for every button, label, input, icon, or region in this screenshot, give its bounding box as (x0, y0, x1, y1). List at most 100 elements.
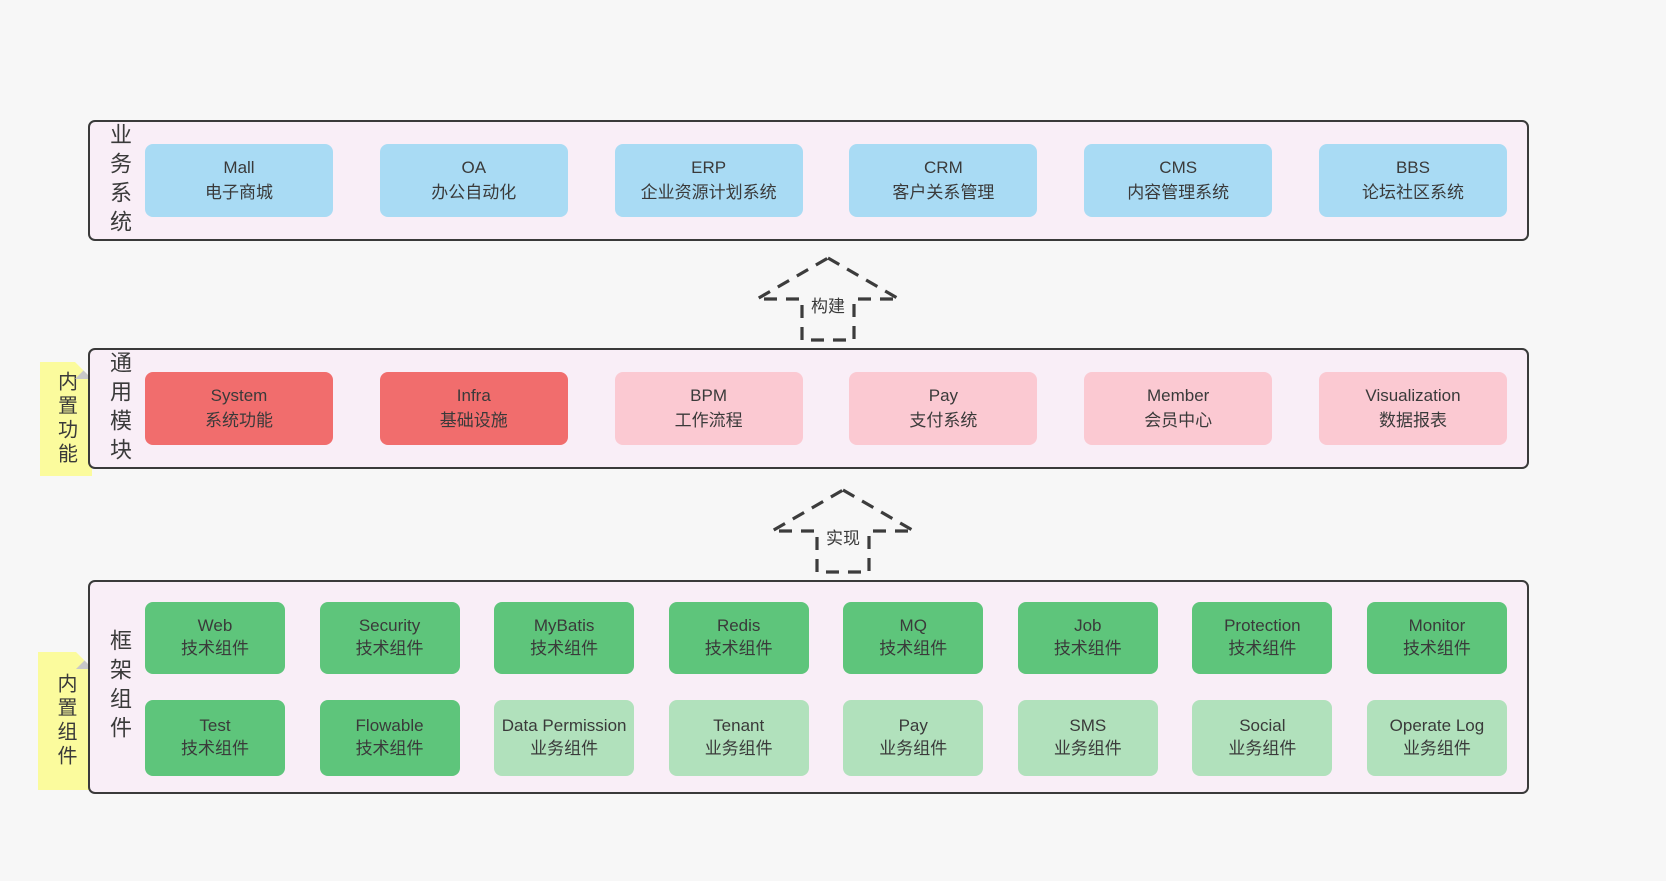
panel-label-business: 业务系统 (107, 122, 132, 239)
business-box-cms: CMS 内容管理系统 (1084, 144, 1273, 217)
sticky-note-built-in-components: 内置组件 (38, 652, 93, 790)
box-subtitle: 业务组件 (1228, 739, 1297, 758)
box-title: Pay (928, 385, 959, 405)
modules-row: System 系统功能 Infra 基础设施 BPM 工作流程 Pay 支付系统… (145, 372, 1507, 445)
box-subtitle: 会员中心 (1144, 410, 1213, 430)
sticky-note-label: 内置组件 (54, 673, 76, 769)
box-subtitle: 内容管理系统 (1127, 182, 1230, 202)
box-title: BPM (690, 385, 728, 405)
box-title: Infra (456, 385, 491, 405)
component-box-mybatis: MyBatis 技术组件 (494, 602, 635, 674)
box-subtitle: 系统功能 (205, 410, 273, 430)
box-subtitle: 技术组件 (181, 739, 249, 758)
component-box-web: Web 技术组件 (145, 602, 285, 674)
box-title: System (210, 385, 268, 405)
box-title: Tenant (713, 716, 765, 736)
business-box-crm: CRM 客户关系管理 (849, 144, 1038, 217)
box-subtitle: 技术组件 (181, 639, 249, 658)
box-title: Web (197, 616, 233, 636)
panel-label-modules: 通用模块 (107, 350, 132, 467)
component-box-protection: Protection 技术组件 (1192, 602, 1333, 674)
box-subtitle: 数据报表 (1378, 410, 1447, 430)
component-box-data-permission: Data Permission 业务组件 (494, 700, 635, 776)
module-box-pay: Pay 支付系统 (849, 372, 1038, 445)
box-subtitle: 业务组件 (1402, 739, 1471, 758)
box-subtitle: 支付系统 (909, 410, 978, 430)
components-row-2: Test 技术组件 Flowable 技术组件 Data Permission … (145, 700, 1507, 776)
box-title: Flowable (355, 716, 424, 736)
box-title: Security (358, 616, 421, 636)
module-box-visualization: Visualization 数据报表 (1318, 372, 1507, 445)
box-subtitle: 技术组件 (704, 639, 773, 658)
module-box-bpm: BPM 工作流程 (614, 372, 803, 445)
business-box-bbs: BBS 论坛社区系统 (1318, 144, 1507, 217)
box-title: CMS (1159, 157, 1198, 177)
box-subtitle: 办公自动化 (431, 182, 517, 202)
component-box-job: Job 技术组件 (1017, 602, 1158, 674)
business-box-mall: Mall 电子商城 (145, 144, 333, 217)
box-subtitle: 业务组件 (530, 739, 599, 758)
component-box-social: Social 业务组件 (1192, 700, 1333, 776)
box-subtitle: 技术组件 (355, 739, 424, 758)
box-title: Mall (223, 157, 255, 177)
box-title: OA (461, 157, 487, 177)
box-title: Pay (898, 716, 928, 736)
component-box-redis: Redis 技术组件 (668, 602, 809, 674)
arrow-label-build: 构建 (808, 291, 848, 317)
implement-arrow: 实现 (768, 486, 918, 576)
component-box-sms: SMS 业务组件 (1017, 700, 1158, 776)
box-subtitle: 技术组件 (530, 639, 599, 658)
business-box-oa: OA 办公自动化 (379, 144, 568, 217)
box-title: CRM (924, 157, 963, 177)
box-subtitle: 客户关系管理 (892, 182, 995, 202)
box-title: SMS (1069, 716, 1107, 736)
box-title: Job (1074, 616, 1102, 636)
component-box-flowable: Flowable 技术组件 (319, 700, 460, 776)
box-subtitle: 企业资源计划系统 (640, 182, 777, 202)
component-box-pay: Pay 业务组件 (843, 700, 984, 776)
box-subtitle: 技术组件 (879, 639, 948, 658)
components-row-1: Web 技术组件 Security 技术组件 MyBatis 技术组件 Redi… (145, 602, 1507, 674)
box-subtitle: 工作流程 (674, 410, 743, 430)
box-subtitle: 业务组件 (704, 739, 773, 758)
box-title: ERP (691, 157, 727, 177)
box-title: Protection (1224, 616, 1301, 636)
component-box-tenant: Tenant 业务组件 (668, 700, 809, 776)
box-subtitle: 业务组件 (1053, 739, 1122, 758)
business-row: Mall 电子商城 OA 办公自动化 ERP 企业资源计划系统 CRM 客户关系… (145, 144, 1507, 217)
box-title: Monitor (1408, 616, 1466, 636)
arrow-label-implement: 实现 (823, 523, 863, 549)
box-subtitle: 技术组件 (1228, 639, 1297, 658)
box-subtitle: 论坛社区系统 (1361, 182, 1464, 202)
box-subtitle: 技术组件 (355, 639, 424, 658)
dashed-up-arrow-icon (768, 488, 918, 574)
box-title: Member (1147, 385, 1210, 405)
box-title: Operate Log (1389, 716, 1485, 736)
component-box-monitor: Monitor 技术组件 (1366, 602, 1507, 674)
dashed-up-arrow-icon (753, 256, 903, 342)
box-title: MQ (899, 616, 927, 636)
module-box-member: Member 会员中心 (1084, 372, 1273, 445)
component-box-test: Test 技术组件 (145, 700, 285, 776)
business-box-erp: ERP 企业资源计划系统 (614, 144, 803, 217)
business-systems-panel: 业务系统 Mall 电子商城 OA 办公自动化 ERP 企业资源计划系统 CRM… (88, 120, 1529, 241)
box-subtitle: 电子商城 (205, 182, 273, 202)
build-arrow: 构建 (753, 254, 903, 344)
module-box-infra: Infra 基础设施 (379, 372, 568, 445)
box-subtitle: 基础设施 (439, 410, 508, 430)
box-subtitle: 技术组件 (1402, 639, 1471, 658)
component-box-operate-log: Operate Log 业务组件 (1366, 700, 1507, 776)
panel-label-components: 框架组件 (107, 629, 132, 745)
box-title: Data Permission (501, 716, 627, 736)
sticky-note-label: 内置功能 (54, 371, 77, 467)
box-title: Redis (716, 616, 761, 636)
box-title: Social (1239, 716, 1286, 736)
common-modules-panel: 通用模块 System 系统功能 Infra 基础设施 BPM 工作流程 Pay… (88, 348, 1529, 469)
box-title: BBS (1395, 157, 1430, 177)
box-title: Visualization (1365, 385, 1461, 405)
box-subtitle: 业务组件 (879, 739, 948, 758)
component-box-security: Security 技术组件 (319, 602, 460, 674)
box-title: Test (199, 716, 231, 736)
component-box-mq: MQ 技术组件 (843, 602, 984, 674)
